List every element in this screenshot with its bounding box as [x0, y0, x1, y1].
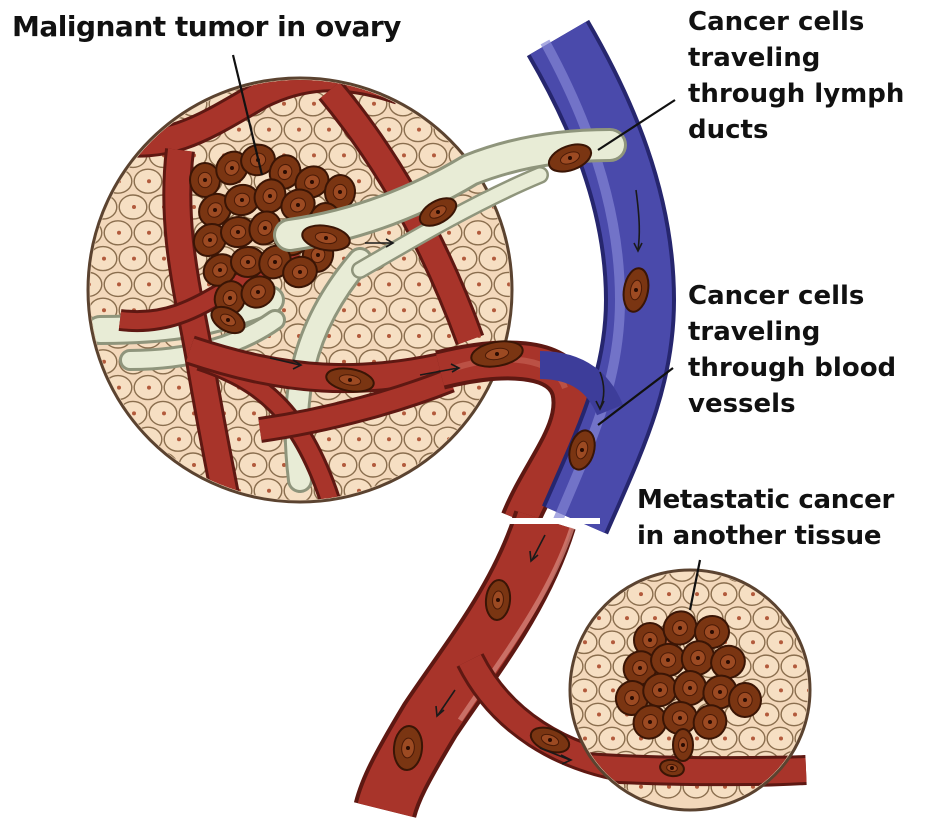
- tissue-cell: [557, 607, 583, 629]
- tissue-cell: [464, 427, 492, 451]
- label-line: through blood: [688, 350, 896, 386]
- label-line: traveling: [688, 314, 896, 350]
- tissue-cell: [119, 453, 147, 477]
- tissue-cell: [464, 118, 492, 142]
- label-metastatic-cancer: Metastatic cancer in another tissue: [637, 482, 894, 554]
- label-line: through lymph: [688, 76, 904, 112]
- tissue-cell: [419, 92, 447, 116]
- tissue-cell: [104, 427, 132, 451]
- label-line: ducts: [688, 112, 904, 148]
- label-line: vessels: [688, 386, 896, 422]
- tissue-cell: [613, 559, 639, 581]
- tissue-cell: [571, 583, 597, 605]
- tissue-cell: [149, 453, 177, 477]
- label-line: traveling: [688, 40, 904, 76]
- tissue-cell: [74, 376, 102, 400]
- tissue-cell: [74, 169, 102, 193]
- tissue-cell: [89, 401, 117, 425]
- tissue-cell: [479, 401, 507, 425]
- tissue-cell: [194, 66, 222, 90]
- label-line: Malignant tumor in ovary: [12, 10, 401, 44]
- label-line: in another tissue: [637, 518, 894, 554]
- label-malignant-tumor: Malignant tumor in ovary: [12, 10, 401, 44]
- tissue-cell: [571, 776, 597, 798]
- tissue-cell: [404, 479, 432, 503]
- tissue-cell: [449, 453, 477, 477]
- label-line: Cancer cells: [688, 278, 896, 314]
- label-lymph-ducts: Cancer cells traveling through lymph duc…: [688, 4, 904, 148]
- tissue-cell: [494, 221, 522, 245]
- label-blood-vessels: Cancer cells traveling through blood ves…: [688, 278, 896, 422]
- label-line: Cancer cells: [688, 4, 904, 40]
- tissue-cell: [89, 143, 117, 167]
- tissue-cell: [753, 559, 779, 581]
- tissue-cell: [149, 92, 177, 116]
- tissue-cell: [374, 66, 402, 90]
- label-line: Metastatic cancer: [637, 482, 894, 518]
- tissue-cell: [164, 479, 192, 503]
